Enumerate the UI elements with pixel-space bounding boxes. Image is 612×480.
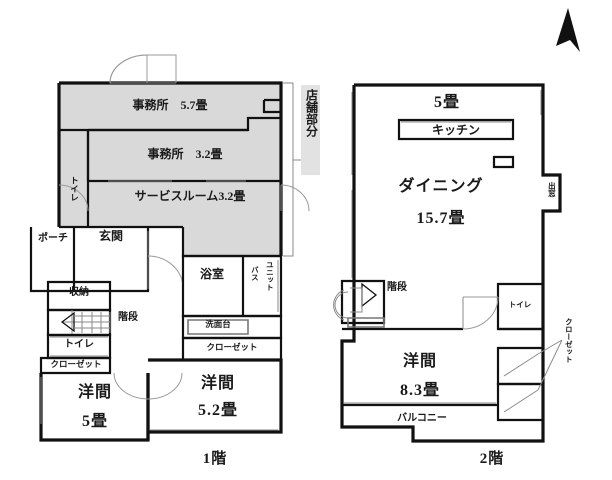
label-balcony: バルコニー <box>397 413 447 424</box>
floor2-closet-leader-join <box>537 339 563 391</box>
door-arc-floor2-room <box>462 296 499 330</box>
label-closet-mid: クローゼット <box>206 342 258 352</box>
door-arc-bottom-rooms <box>113 372 183 400</box>
label-washbasin: 洗面台 <box>205 319 231 329</box>
door-arc-entrance <box>147 255 184 289</box>
label-jo5: 5畳 <box>433 94 461 111</box>
label-kitchen: キッチン <box>431 123 481 137</box>
floor1-caption: 1階 <box>202 451 228 467</box>
label-room-2f-name: 洋間 <box>402 353 438 370</box>
label-room-west-area: 5畳 <box>81 413 109 430</box>
floor2-stairs-box <box>340 279 386 325</box>
label-stairs-2f: 階段 <box>387 282 407 293</box>
label-bathroom: 浴室 <box>199 267 225 281</box>
label-bay-window: 出窓 <box>547 182 557 197</box>
floor1-notch <box>262 98 281 114</box>
label-toilet-vertical: トイレ <box>69 176 80 202</box>
label-toilet-2f: トイレ <box>508 300 532 309</box>
door-arc-right <box>280 184 310 212</box>
label-office-2: 事務所 3.2畳 <box>147 147 223 161</box>
floor1-room-east <box>148 358 283 434</box>
label-entrance: 玄関 <box>98 229 124 243</box>
label-porch: ポーチ <box>38 233 68 244</box>
label-room-2f-area: 8.3畳 <box>399 382 441 399</box>
floor2-fixture <box>492 155 515 169</box>
floor2-kitchen-counter <box>397 118 515 141</box>
floor2-closet-lower <box>496 382 545 422</box>
north-arrow-icon <box>556 8 580 52</box>
label-toilet-1f: トイレ <box>64 339 94 350</box>
floor1-plan <box>29 54 310 442</box>
shop-part-tag: 店舗部分 <box>301 85 321 175</box>
shop-part-label: 店舗部分 <box>304 89 319 137</box>
label-unit-bath-unit: ユニット <box>265 261 275 291</box>
label-stairs-1f: 階段 <box>118 312 138 323</box>
floor2-plan <box>333 83 563 443</box>
label-room-west-name: 洋間 <box>77 384 113 401</box>
floor1-shaded-area <box>59 83 281 256</box>
floor1-stairs-treads <box>60 310 111 335</box>
label-closet-2f: クローゼット <box>564 318 574 363</box>
door-leaf-office1 <box>147 54 177 83</box>
label-office-1: 事務所 5.7畳 <box>132 98 208 112</box>
floor2-closet-upper <box>496 346 545 386</box>
floor2-caption: 2階 <box>479 451 505 467</box>
label-room-east-name: 洋間 <box>200 375 236 392</box>
label-dining-name: ダイニング <box>398 178 484 195</box>
label-unit-bath-bath: バス <box>250 266 260 281</box>
floor2-closet-leader-2 <box>503 389 539 413</box>
label-room-east-area: 5.2畳 <box>197 402 239 419</box>
floor2-toilet-box <box>496 282 545 331</box>
label-closet-left: クローゼット <box>50 359 102 369</box>
floor2-outer-wall <box>340 83 562 443</box>
door-arc-left <box>58 184 89 212</box>
label-service-room: サービスルーム3.2畳 <box>134 189 246 203</box>
door-arc-office1 <box>109 54 148 84</box>
floor2-closet-leader-1 <box>503 353 539 377</box>
label-storage: 収納 <box>69 287 89 298</box>
floor1-washbasin-unit <box>187 319 249 335</box>
floor2-stairs-treads <box>333 282 385 328</box>
label-dining-area: 15.7畳 <box>416 210 466 227</box>
floor1-closet-left-box <box>39 356 112 375</box>
